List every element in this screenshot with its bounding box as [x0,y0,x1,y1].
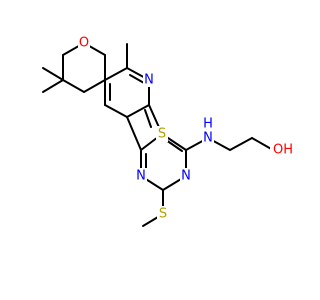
svg-text:N: N [203,131,213,146]
bond [104,67,128,81]
amine-nitrogen-atom: N H [202,117,214,146]
bond [83,79,106,93]
svg-text:S: S [159,207,167,222]
bond [126,104,150,118]
svg-text:H: H [203,117,213,132]
svg-text:N: N [181,169,191,184]
molecule-structure-diagram: O N S N N S N [42,34,296,227]
bond [62,79,85,93]
svg-text:OH: OH [273,143,293,158]
pyrimidine-nitrogen-atom: N [180,168,192,184]
hydroxyl-group: OH [270,142,296,158]
bond [229,137,253,151]
svg-text:N: N [136,169,146,184]
bond [42,67,64,81]
methylthio-sulfur-atom: S [157,206,169,222]
thiophene-sulfur-atom: S [156,126,168,142]
bond [126,116,142,151]
bond [104,104,128,118]
bond [144,109,152,128]
svg-text:S: S [158,127,166,142]
oxygen-atom: O [78,34,90,51]
pyridine-nitrogen-atom: N [143,71,155,88]
molecule-canvas: O N S N N S N [42,34,296,227]
bond [251,137,274,151]
atom-labels: O N S N N S N [78,34,296,222]
bond [165,139,183,152]
bond [129,74,145,84]
svg-text:N: N [144,73,154,88]
svg-text:O: O [79,36,89,51]
pyrimidine-nitrogen-atom: N [135,168,147,184]
bond [42,79,64,93]
